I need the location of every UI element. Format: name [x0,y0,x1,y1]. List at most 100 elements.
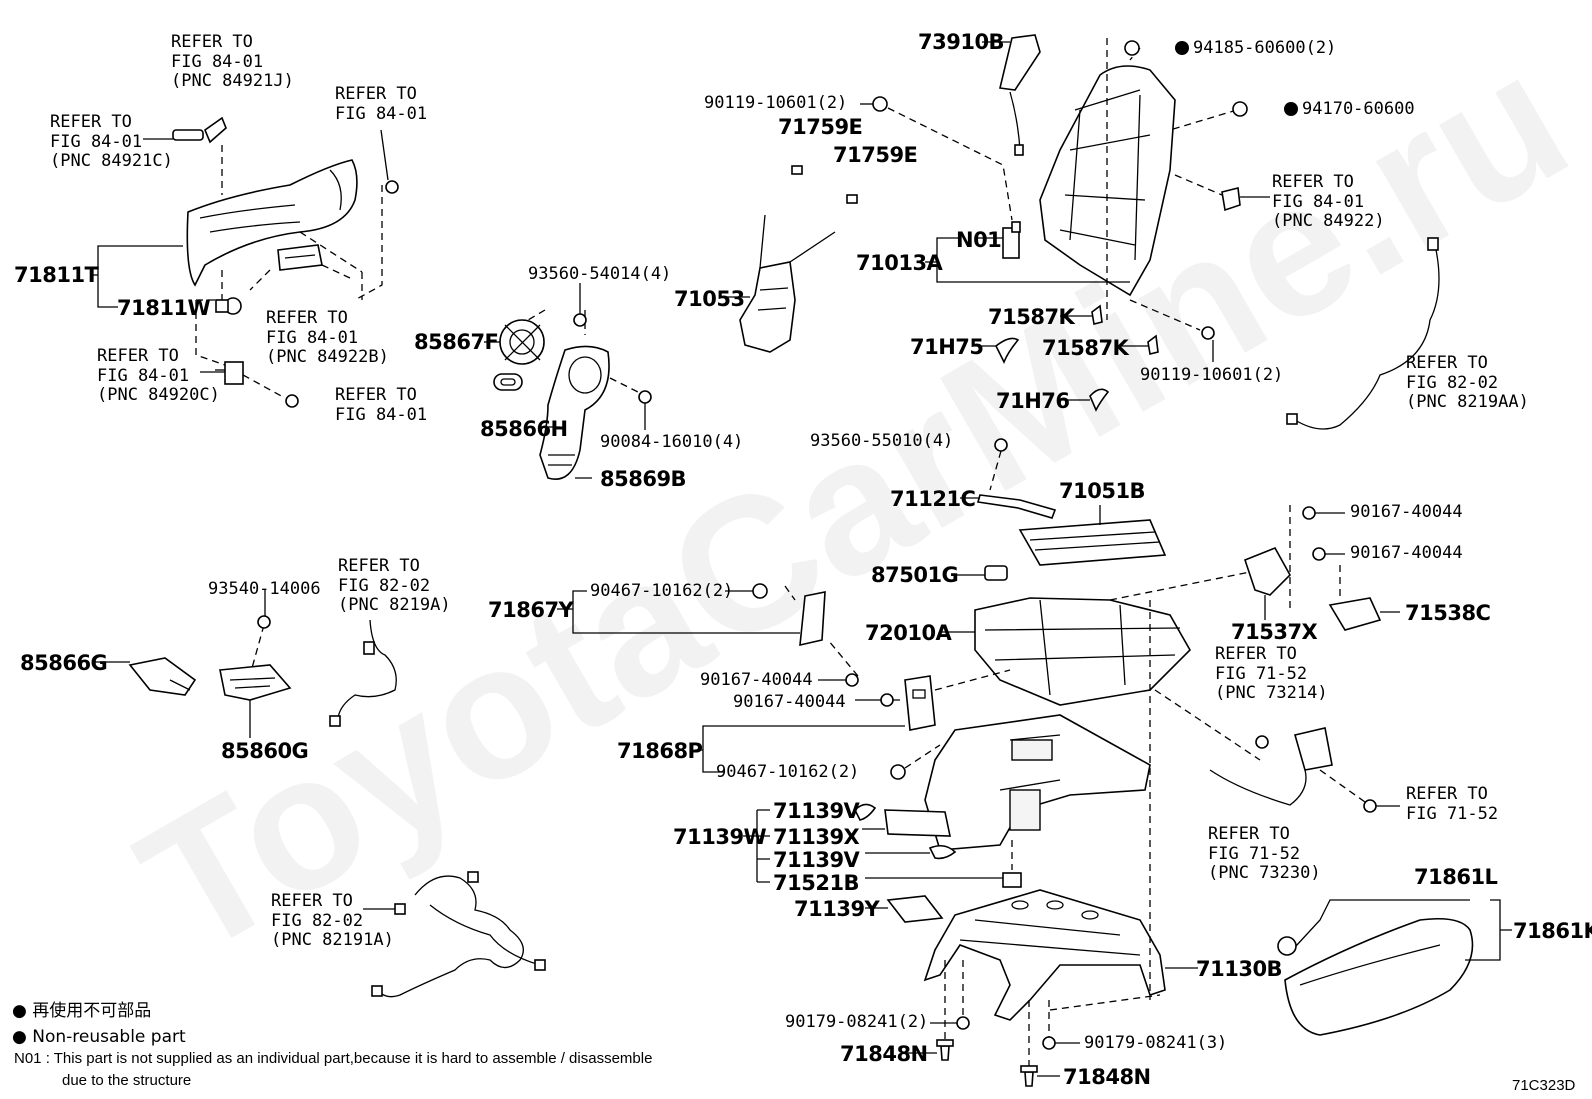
part-71848N-a: 71848N [840,1042,928,1066]
part-71013A: 71013A [856,251,943,275]
ref-73214: REFER TO FIG 71-52 (PNC 73214) [1215,644,1328,703]
ref-84922B: REFER TO FIG 84-01 (PNC 84922B) [266,308,389,367]
part-93540-14006: 93540-14006 [208,579,321,599]
part-71537X: 71537X [1231,620,1318,644]
part-85866H: 85866H [480,417,568,441]
ref-part-84920C [215,361,244,385]
figure-code: 71C323D [1512,1077,1576,1094]
switch-85860G [219,664,292,701]
part-85860G: 85860G [221,739,309,763]
cushion-shield-lower [924,714,1151,851]
part-90119-10601-b: 90119-10601(2) [1140,365,1284,385]
part-93560-54014: 93560-54014(4) [528,264,672,284]
part-87501G: 87501G [871,563,959,587]
part-90167-40044-1: 90167-40044 [1350,502,1463,522]
part-71848N-b: 71848N [1063,1065,1151,1089]
part-71139Y: 71139Y [794,897,880,921]
ref-84-01-a: REFER TO FIG 84-01 [335,84,428,124]
part-90167-40044-2: 90167-40044 [1350,543,1463,563]
side-shield-71811T [186,159,358,287]
part-N01 [1002,221,1021,259]
part-71759E-a: 71759E [778,115,863,139]
part-71759E-b: 71759E [833,143,918,167]
part-85869B: 85869B [600,467,687,491]
part-71H76: 71H76 [996,389,1070,413]
part-90467-10162-a: 90467-10162(2) [590,581,734,601]
legend-n01-note: N01 : This part is not supplied as an in… [14,1048,652,1070]
buckle-73214 [1209,727,1333,806]
side-cover-71861L [1277,917,1474,1036]
ref-84922: REFER TO FIG 84-01 (PNC 84922) [1272,172,1385,231]
part-94170-60600: 94170-60600 [1302,99,1415,119]
harness-8219AA [1286,237,1440,430]
part-71587K-b: 71587K [1042,336,1129,360]
part-71521B: 71521B [773,871,860,895]
part-85866G: 85866G [20,651,108,675]
ref-84-01-b: REFER TO FIG 84-01 [335,385,428,425]
part-71130B: 71130B [1196,957,1283,981]
bracket-71537X [1244,546,1291,596]
part-94185-60600: 94185-60600(2) [1193,38,1337,58]
part-71538C: 71538C [1405,601,1491,625]
part-71139V-b: 71139V [773,848,860,872]
legend-n01-code: N01 [14,1050,42,1067]
spring-71051B [1018,505,1167,566]
cap-85866H [493,373,523,391]
cover-71868P [904,675,936,731]
harness-8219A [329,619,397,727]
ref-71-52: REFER TO FIG 71-52 [1406,784,1499,824]
part-71139W: 71139W [673,825,767,849]
seat-track-71130B [923,889,1166,1021]
bracket-71538C [1328,597,1382,631]
part-73910B: 73910B [918,30,1005,54]
legend-dot-icon: ● [12,1027,27,1047]
ref-73230: REFER TO FIG 71-52 (PNC 73230) [1208,824,1321,883]
ref-part-84922B [277,244,323,271]
connector-87501G [984,565,1008,581]
cover-71867Y [799,591,826,647]
seat-frame-72010A [974,597,1191,706]
ref-84921J: REFER TO FIG 84-01 (PNC 84921J) [171,32,294,91]
bracket-85866G [128,657,197,696]
legend-non-reusable-cn: ● 再使用不可部品 [12,1000,151,1022]
part-93560-55010: 93560-55010(4) [810,431,954,451]
ref-8219A: REFER TO FIG 82-02 (PNC 8219A) [338,556,451,615]
part-71868P: 71868P [617,739,703,763]
part-71861L: 71861L [1414,865,1498,889]
ref-part-84921J [204,116,227,144]
part-71811W: 71811W [117,296,211,320]
part-N01: N01 [956,228,1002,252]
part-85867F: 85867F [414,330,499,354]
cover-85869B [539,345,610,480]
part-71587K-a: 71587K [988,305,1075,329]
spring-71053 [739,214,836,353]
harness-82191A [371,871,546,998]
part-90179-08241-a: 90179-08241(2) [785,1012,929,1032]
legend-n01-note-line2: due to the structure [62,1072,192,1089]
part-71139V-a: 71139V [773,799,860,823]
part-71867Y: 71867Y [488,598,574,622]
part-90167-40044-4: 90167-40044 [733,692,846,712]
part-90084-16010: 90084-16010(4) [600,432,744,452]
ref-84921C: REFER TO FIG 84-01 (PNC 84921C) [50,112,173,171]
ref-84920C: REFER TO FIG 84-01 (PNC 84920C) [97,346,220,405]
legend-cn-text: 再使用不可部品 [32,1001,152,1021]
part-71053: 71053 [674,287,745,311]
part-90167-40044-3: 90167-40044 [700,670,813,690]
part-90467-10162-b: 90467-10162(2) [716,762,860,782]
part-71051B: 71051B [1059,479,1146,503]
ref-part-84921C [172,129,204,141]
legend-n01-text: : This part is not supplied as an indivi… [45,1050,653,1067]
part-71139X: 71139X [773,825,860,849]
ref-82191A: REFER TO FIG 82-02 (PNC 82191A) [271,891,394,950]
part-71811T: 71811T [14,263,99,287]
part-71861K: 71861K [1513,919,1592,943]
part-72010A: 72010A [865,621,952,645]
part-71H75: 71H75 [910,335,984,359]
part-90179-08241-b: 90179-08241(3) [1084,1033,1228,1053]
legend-dot-icon: ● [12,1001,27,1021]
legend-non-reusable-en: ● Non-reusable part [12,1026,186,1048]
cover-85867F [499,319,545,365]
